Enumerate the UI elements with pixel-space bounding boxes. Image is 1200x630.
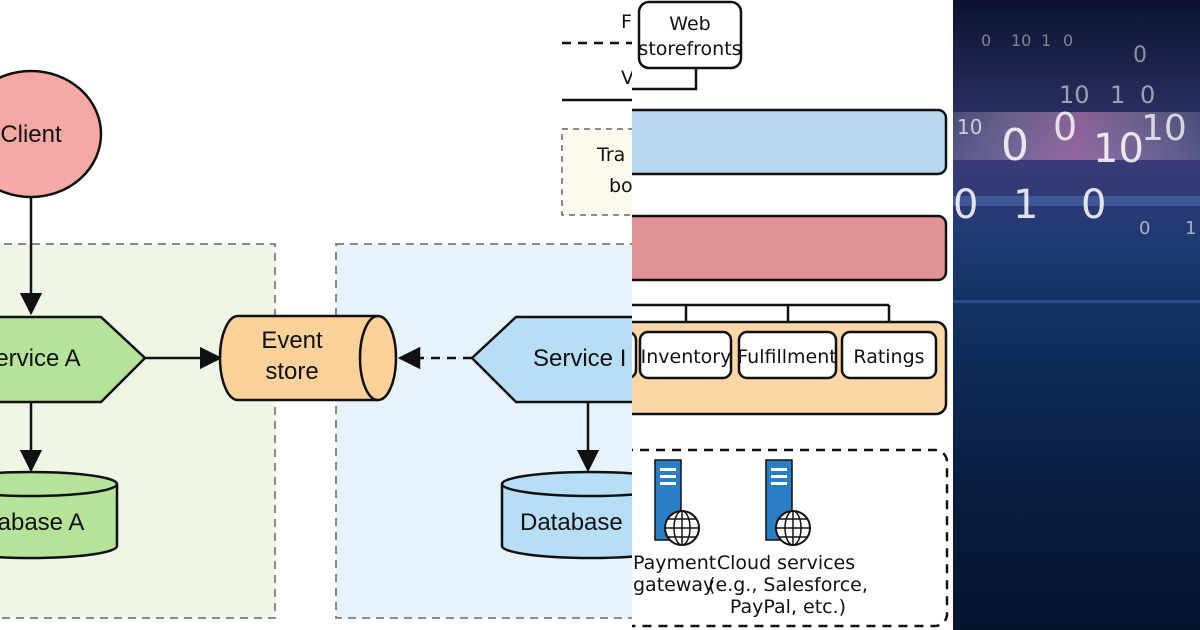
cloud-server-icon <box>765 459 811 546</box>
service-a-label: ervice A <box>0 345 81 372</box>
event-store-diagram-panel: Client ervice A Event store Service I at… <box>0 11 632 619</box>
light-streak-lower <box>953 196 1200 206</box>
clipped-label-tra: Tra <box>596 144 625 166</box>
database-b-node <box>500 470 632 560</box>
binary-digit: 0 <box>1063 31 1073 50</box>
binary-digit: 10 <box>1059 81 1090 109</box>
cloud-label-line3: PayPal, etc.) <box>730 596 846 618</box>
clipped-label-f: F <box>621 11 632 33</box>
service-a-node <box>0 315 147 404</box>
binary-digit: 0 <box>1140 81 1155 109</box>
blue-layer-bar <box>632 108 948 176</box>
service-a-zone <box>0 243 276 619</box>
fulfillment-box <box>737 330 838 380</box>
payment-label-line1: Payment <box>633 552 716 574</box>
service-b-label: Service I <box>533 345 626 372</box>
binary-digit: 0 <box>1139 218 1150 239</box>
clipped-label-v: V <box>621 67 632 89</box>
binary-code-image: 0 10 1 0 0 10 1 0 10 0 0 10 10 0 1 0 0 1 <box>953 31 1200 303</box>
event-store-label-line1: Event <box>261 327 323 354</box>
clipped-note-box <box>561 128 632 216</box>
binary-digit: 10 <box>1093 126 1144 172</box>
event-store-diagram: Client ervice A Event store Service I at… <box>0 11 632 619</box>
event-store-node <box>218 314 398 402</box>
light-streak <box>953 112 1200 160</box>
database-a-node <box>0 470 119 560</box>
payment-server-icon <box>654 459 700 546</box>
cloud-label-line2: (e.g., Salesforce, <box>708 574 868 596</box>
architecture-diagram: Web storefronts Inventory Fulfillment Ra… <box>632 0 949 628</box>
event-store-label-line2: store <box>265 358 318 385</box>
architecture-diagram-panel: Web storefronts Inventory Fulfillment Ra… <box>632 0 953 630</box>
ratings-box <box>840 330 938 380</box>
storefront-connector <box>632 68 698 91</box>
web-storefronts-line2: storefronts <box>638 38 741 60</box>
database-a-label: atabase A <box>0 509 84 536</box>
binary-digit: 1 <box>1185 218 1196 239</box>
binary-digit: 0 <box>1133 43 1147 68</box>
binary-digit: 0 <box>981 31 991 50</box>
web-storefronts-line1: Web <box>669 13 710 35</box>
binary-digit: 10 <box>1141 108 1187 149</box>
binary-digit: 10 <box>957 115 982 139</box>
binary-digits: 0 10 1 0 0 10 1 0 10 0 0 10 10 0 1 0 0 1 <box>953 31 1196 239</box>
fulfillment-label: Fulfillment <box>737 346 836 368</box>
binary-digit: 0 <box>1081 182 1106 228</box>
payment-label-line2: gateway <box>633 574 714 596</box>
clipped-label-bo: bo <box>609 175 632 197</box>
binary-digit: 0 <box>953 182 978 228</box>
binary-digit: 0 <box>1053 105 1077 149</box>
inventory-label: Inventory <box>641 346 732 368</box>
binary-digit: 1 <box>1041 31 1051 50</box>
web-storefronts-box <box>637 0 743 70</box>
binary-digit: 0 <box>1001 120 1029 171</box>
binary-digit: 1 <box>1013 182 1038 228</box>
red-layer-bar <box>632 214 948 282</box>
service-b-node <box>470 315 632 404</box>
inventory-box <box>638 330 733 380</box>
binary-code-image-panel: 0 10 1 0 0 10 1 0 10 0 0 10 10 0 1 0 0 1 <box>953 0 1200 630</box>
binary-digit: 1 <box>1110 81 1125 109</box>
ratings-label: Ratings <box>853 346 924 368</box>
database-b-label: Database <box>520 509 623 536</box>
clipped-service-box <box>632 331 638 379</box>
cloud-label-line1: Cloud services <box>717 552 855 574</box>
binary-digit: 10 <box>1011 31 1031 50</box>
client-label: Client <box>0 121 62 148</box>
light-line <box>953 300 1200 303</box>
